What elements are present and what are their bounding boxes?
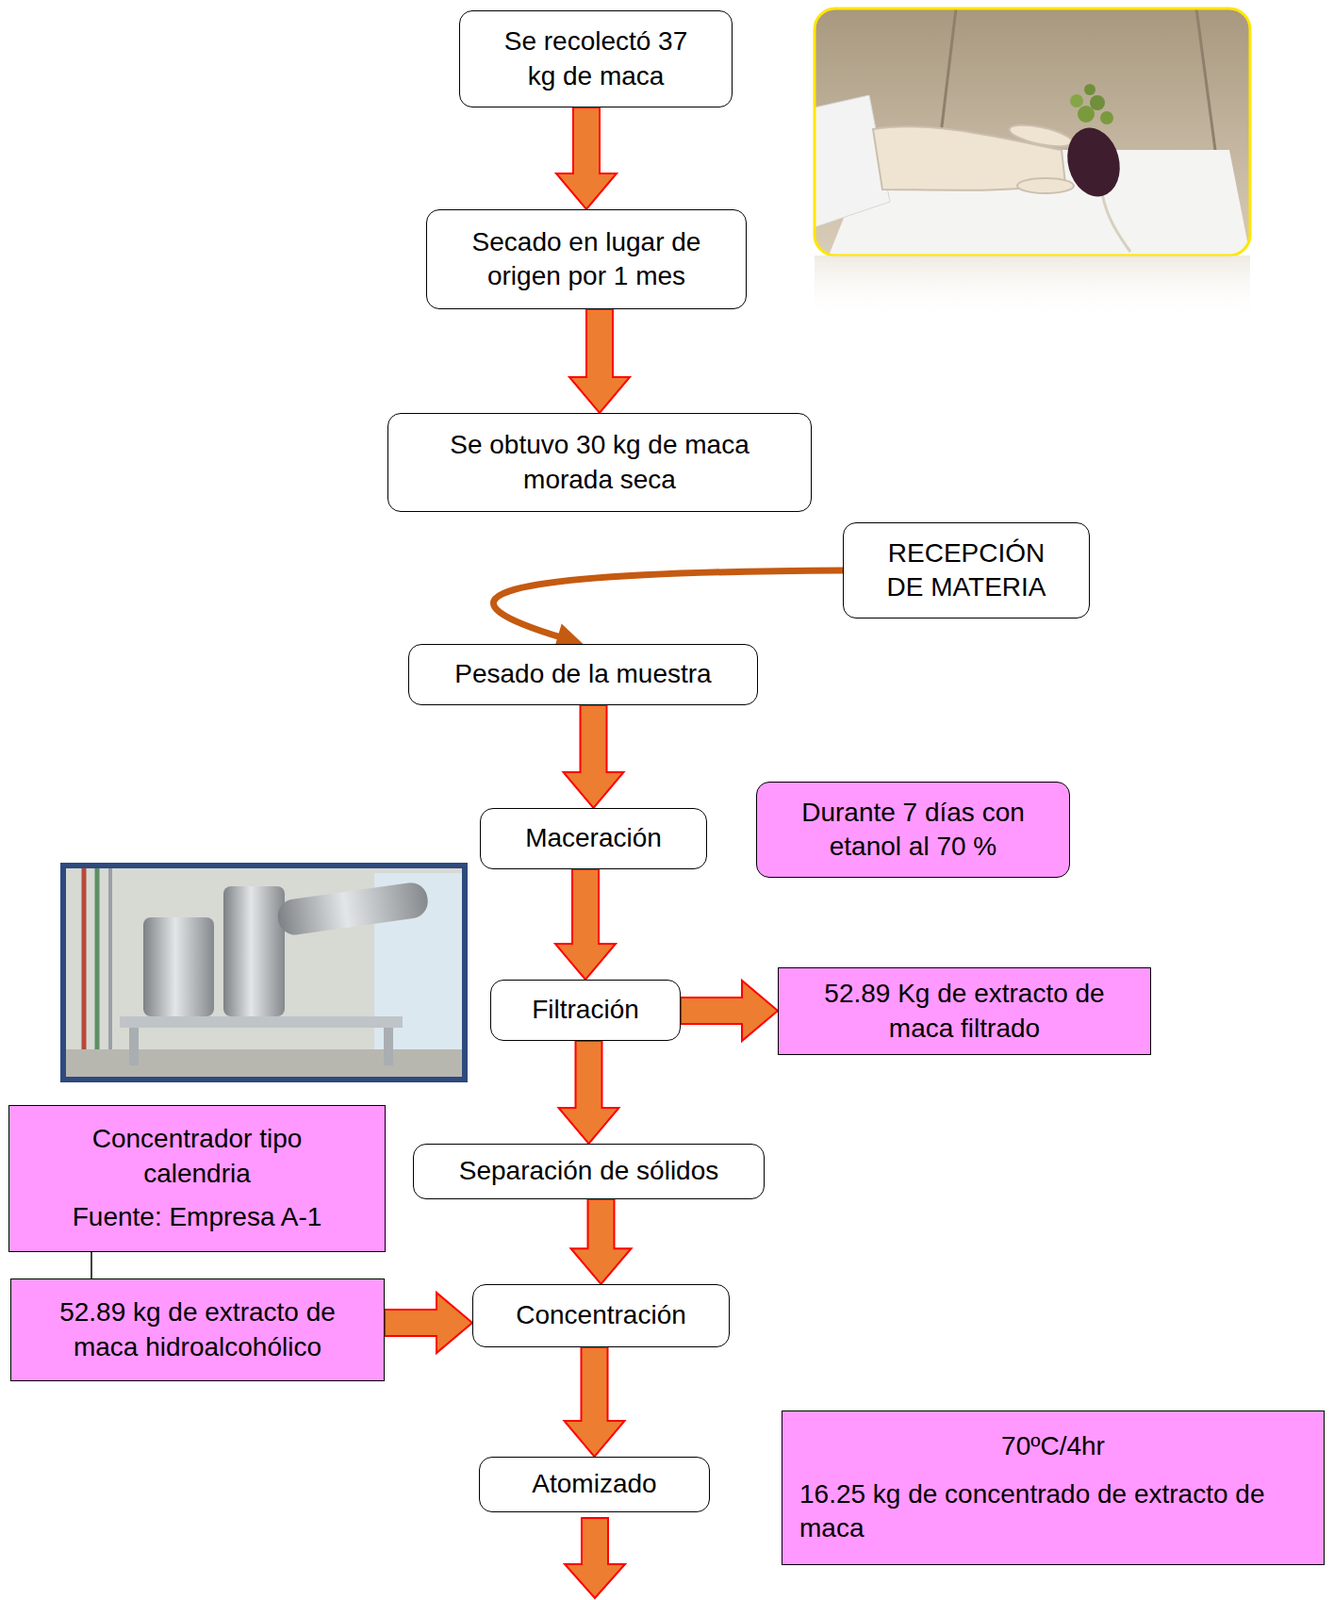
flow-arrow: [556, 107, 617, 210]
maca-photo: [814, 8, 1251, 256]
photo-wall: [63, 865, 465, 1080]
flow-arrow: [493, 570, 843, 639]
steel-tank: [143, 917, 215, 1017]
concentrator-photo: [63, 865, 465, 1080]
maca-leaf: [1084, 83, 1096, 96]
flow-arrow: [559, 1040, 620, 1144]
wall-corner: [1196, 8, 1216, 150]
steel-leg: [383, 1027, 394, 1066]
node-text: Durante 7 días con etanol al 70 %: [780, 795, 1046, 865]
flow-arrow: [563, 705, 625, 808]
node-text: Secado en lugar de origen por 1 mes: [455, 225, 718, 295]
connector: [556, 107, 617, 210]
connector: [680, 980, 778, 1041]
process-box: Filtración: [490, 979, 681, 1041]
flow-arrow-out: [564, 1517, 626, 1598]
process-box: Secado en lugar de origen por 1 mes: [426, 209, 747, 310]
input-box: 52.89 kg de extracto de maca hidroalcohó…: [10, 1278, 385, 1382]
photo-wall: [814, 8, 1251, 256]
node-text: Pesado de la muestra: [420, 657, 746, 692]
process-box: Concentración: [472, 1284, 730, 1348]
photo-frame: [814, 8, 1251, 256]
node-text: RECEPCIÓN DE MATERIA: [872, 536, 1061, 606]
flow-arrow: [555, 869, 616, 980]
photo-pipe: [108, 865, 113, 1055]
connector: [571, 1199, 632, 1285]
caption-box: Concentrador tipo calendriaFuente: Empre…: [8, 1104, 386, 1252]
photo-reflection: [814, 255, 1251, 322]
process-box: Se recolectó 37 kg de maca: [459, 10, 733, 108]
process-box: Pesado de la muestra: [408, 643, 758, 706]
node-text: 52.89 Kg de extracto de maca filtrado: [806, 976, 1122, 1046]
connector: [569, 309, 630, 413]
flow-arrow: [564, 1347, 626, 1457]
node-text: 52.89 kg de extracto de maca hidroalcohó…: [34, 1295, 361, 1365]
connector: [555, 869, 616, 980]
photo-content: [814, 8, 1251, 256]
node-text: 16.25 kg de concentrado de extracto de m…: [799, 1477, 1307, 1547]
maca-leaf: [1070, 94, 1084, 108]
note-box: 70ºC/4hr 16.25 kg de concentrado de extra…: [781, 1410, 1325, 1565]
input-box: RECEPCIÓN DE MATERIA: [842, 522, 1090, 619]
node-text: Concentración: [484, 1298, 718, 1333]
flow-arrow: [680, 980, 778, 1041]
steel-tank: [223, 886, 285, 1017]
node-text: Maceración: [492, 821, 695, 856]
steel-leg: [129, 1027, 139, 1066]
maca-root-tail: [1102, 193, 1131, 252]
flow-arrow: [90, 1251, 93, 1279]
connector: [564, 1347, 626, 1457]
connector: [493, 570, 843, 649]
node-text: Concentrador tipo calendria: [56, 1121, 338, 1191]
process-box: Se obtuvo 30 kg de maca morada seca: [387, 412, 812, 512]
maca-leaf: [1089, 95, 1105, 111]
photo-content: [63, 865, 465, 1080]
photo-pipe: [95, 865, 100, 1055]
node-text: Separación de sólidos: [425, 1153, 753, 1188]
photo-pipe: [82, 865, 87, 1055]
connector: [563, 705, 625, 808]
output-box: 52.89 Kg de extracto de maca filtrado: [777, 967, 1152, 1055]
process-box: Atomizado: [478, 1456, 710, 1513]
note-box: Durante 7 días con etanol al 70 %: [756, 781, 1071, 878]
glove-finger: [1017, 178, 1074, 194]
glove-finger: [1007, 120, 1074, 151]
flow-arrow: [571, 1199, 632, 1285]
steel-frame: [119, 1016, 403, 1028]
photo-floor: [63, 1049, 465, 1080]
flow-arrow: [384, 1292, 473, 1353]
node-text: Filtración: [502, 992, 669, 1027]
connector: [91, 1251, 93, 1279]
connector: [559, 1040, 620, 1144]
photo-frame: [63, 865, 465, 1080]
node-text: 70ºC/4hr: [799, 1429, 1307, 1464]
flow-arrow: [569, 309, 630, 413]
node-text: Se recolectó 37 kg de maca: [488, 24, 704, 94]
process-box: Maceración: [479, 807, 708, 870]
process-box: Separación de sólidos: [412, 1143, 765, 1200]
node-text: Se obtuvo 30 kg de maca morada seca: [426, 428, 774, 497]
steel-cylinder: [275, 880, 430, 938]
maca-leaf: [1077, 105, 1095, 123]
node-text: Fuente: Empresa A-1: [56, 1200, 338, 1235]
node-text: Atomizado: [491, 1466, 698, 1501]
connector: [384, 1292, 473, 1353]
maca-root: [1059, 121, 1127, 202]
maca-leaf: [1100, 111, 1114, 125]
